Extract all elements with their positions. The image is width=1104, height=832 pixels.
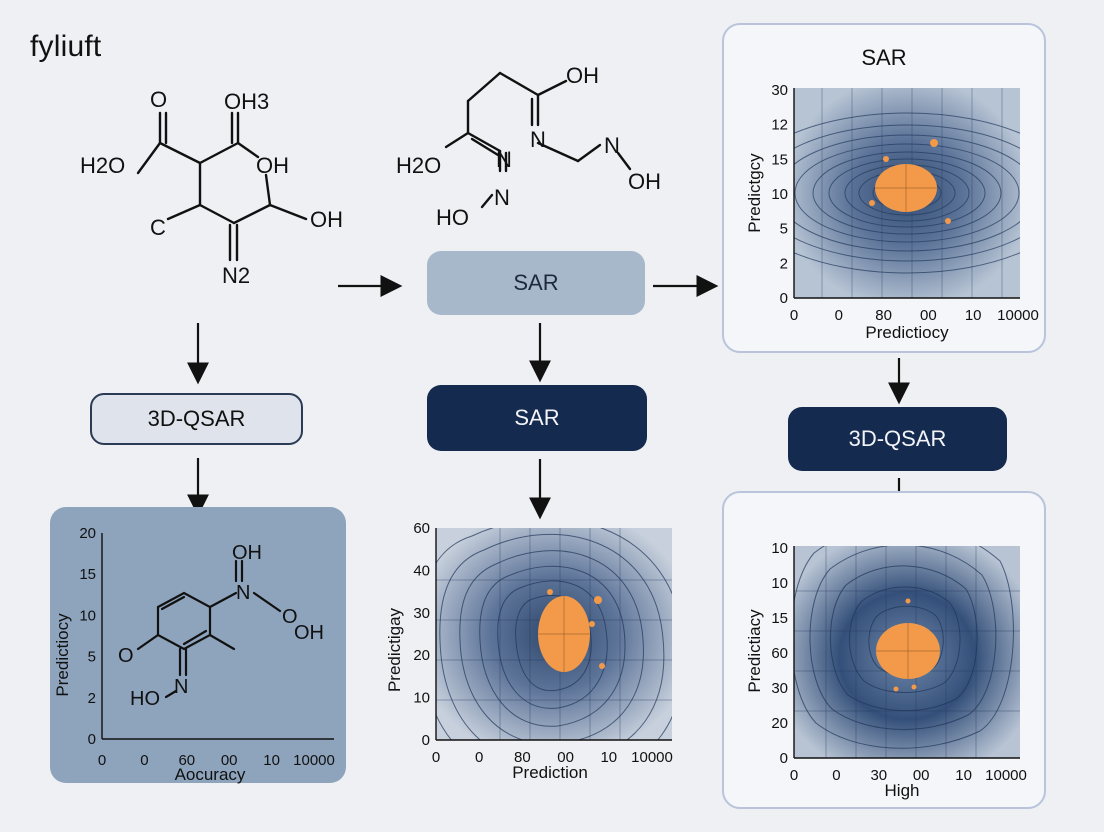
- y-tick-label: 20: [79, 525, 96, 542]
- y-tick-label: 0: [422, 732, 430, 749]
- y-tick-label: 0: [780, 750, 788, 767]
- x-tick-label: 80: [514, 749, 531, 766]
- y-axis-label: Predictiacy: [745, 609, 764, 693]
- y-tick-label: 5: [780, 221, 788, 238]
- y-tick-label: 10: [413, 690, 430, 707]
- molecule2-label: H2O: [396, 153, 441, 178]
- molecule2-label: HO: [436, 205, 469, 230]
- y-tick-label: 12: [771, 117, 788, 134]
- sar-node-light[interactable]: SAR: [427, 251, 645, 315]
- x-tick-label: 00: [920, 307, 937, 324]
- y-tick-label: 30: [413, 605, 430, 622]
- molecule3-label: N: [236, 582, 250, 604]
- y-tick-label: 0: [780, 290, 788, 307]
- x-tick-label: 60: [178, 752, 195, 769]
- x-tick-label: 30: [870, 767, 887, 784]
- sar-node-dark[interactable]: SAR: [427, 385, 647, 451]
- molecule1-label: OH: [256, 153, 289, 178]
- x-tick-label: 0: [140, 752, 148, 769]
- x-tick-label: 10: [263, 752, 280, 769]
- x-tick-label: 10000: [293, 752, 335, 769]
- molecule1-label: H2O: [80, 153, 125, 178]
- y-tick-label: 30: [771, 82, 788, 99]
- accuracy-chart-card: [50, 507, 346, 783]
- y-tick-label: 15: [79, 566, 96, 583]
- molecule2-label: OH: [566, 63, 599, 88]
- x-tick-label: 80: [875, 307, 892, 324]
- x-tick-label: 0: [832, 767, 840, 784]
- molecule3-label: OH: [232, 542, 262, 564]
- y-tick-label: 20: [771, 715, 788, 732]
- y-tick-label: 2: [88, 690, 96, 707]
- x-tick-label: 10: [600, 749, 617, 766]
- molecule-1: O OH3 H2O OH C OH N2: [80, 87, 343, 288]
- y-tick-label: 5: [88, 649, 96, 666]
- y-tick-label: 2: [780, 255, 788, 272]
- molecule3-label: N: [174, 676, 188, 698]
- y-tick-label: 15: [771, 151, 788, 168]
- x-tick-label: 0: [835, 307, 843, 324]
- y-axis-label: Predictiocy: [53, 613, 72, 697]
- y-axis-label: Predictgcy: [745, 153, 764, 233]
- x-tick-label: 0: [98, 752, 106, 769]
- molecule1-label: O: [150, 87, 167, 112]
- y-tick-label: 10: [771, 540, 788, 557]
- molecule2-label: N: [494, 185, 510, 210]
- x-tick-label: 00: [557, 749, 574, 766]
- x-tick-label: 00: [221, 752, 238, 769]
- x-tick-label: 0: [432, 749, 440, 766]
- x-axis-label: Prediction: [512, 763, 588, 782]
- y-tick-label: 0: [88, 731, 96, 748]
- y-tick-label: 40: [413, 562, 430, 579]
- molecule2-label: N: [496, 147, 512, 172]
- molecule2-label: N: [530, 127, 546, 152]
- x-tick-label: 10: [955, 767, 972, 784]
- molecule1-label: N2: [222, 263, 250, 288]
- x-tick-label: 10000: [985, 767, 1027, 784]
- y-axis-label: Predictigay: [385, 607, 404, 692]
- molecule-2: OH H2O N N N OH N HO: [396, 63, 661, 230]
- x-axis-label: Predictiocy: [865, 323, 949, 342]
- y-tick-label: 30: [771, 680, 788, 697]
- x-tick-label: 0: [475, 749, 483, 766]
- qsar-node-right[interactable]: 3D-QSAR: [788, 407, 1007, 471]
- molecule2-label: N: [604, 133, 620, 158]
- molecule1-label: OH3: [224, 89, 269, 114]
- molecule3-label: O: [118, 645, 134, 667]
- molecule3-label: OH: [294, 622, 324, 644]
- page-title: fyliuft: [30, 30, 102, 63]
- molecule2-label: OH: [628, 169, 661, 194]
- x-axis-label: Aocuracy: [175, 765, 246, 784]
- x-tick-label: 10000: [997, 307, 1039, 324]
- y-tick-label: 10: [79, 607, 96, 624]
- x-tick-label: 10000: [631, 749, 673, 766]
- y-tick-label: 20: [413, 647, 430, 664]
- y-tick-label: 10: [771, 186, 788, 203]
- y-tick-label: 60: [771, 645, 788, 662]
- y-tick-label: 15: [771, 610, 788, 627]
- x-tick-label: 10: [965, 307, 982, 324]
- chart-title: SAR: [861, 45, 907, 70]
- x-tick-label: 0: [790, 767, 798, 784]
- x-tick-label: 0: [790, 307, 798, 324]
- x-tick-label: 00: [913, 767, 930, 784]
- molecule3-label: HO: [130, 688, 160, 710]
- molecule1-label: C: [150, 215, 166, 240]
- molecule1-label: OH: [310, 207, 343, 232]
- y-tick-label: 10: [771, 575, 788, 592]
- y-tick-label: 60: [413, 520, 430, 537]
- molecule3-label: O: [282, 606, 298, 628]
- x-axis-label: High: [885, 781, 920, 800]
- qsar-node-left[interactable]: 3D-QSAR: [90, 393, 303, 445]
